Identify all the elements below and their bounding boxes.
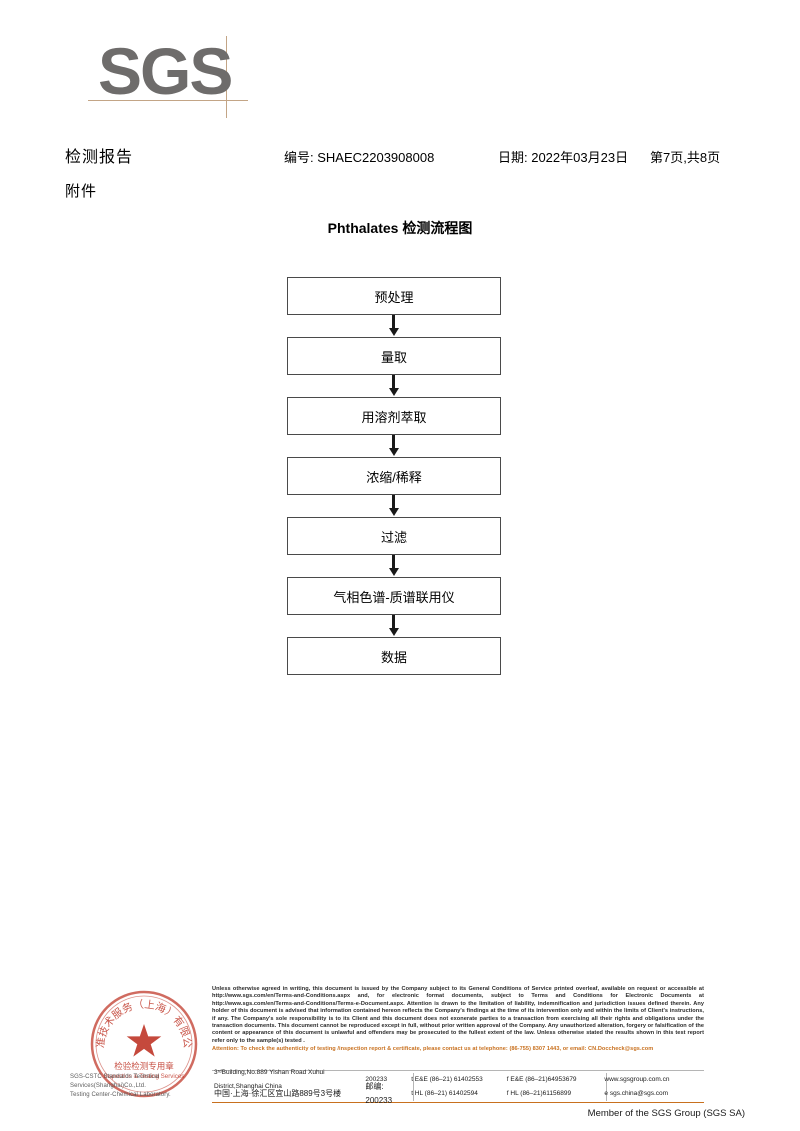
footer-divider — [212, 1070, 704, 1071]
zip-en: 200233 — [365, 1076, 388, 1083]
telephone-hl: t HL (86–21) 61402594 — [411, 1090, 478, 1097]
company-name: SGS-CSTC Standards Technical Services(Sh… — [70, 1073, 220, 1100]
page-title: 检测报告 — [65, 149, 134, 166]
flow-node: 数据 — [287, 637, 501, 675]
flow-node: 过滤 — [287, 517, 501, 555]
logo-vertical-rule — [226, 36, 227, 118]
zip-zh: 邮编: 200233 — [365, 1082, 393, 1105]
sgs-logo-text: SGS — [98, 34, 233, 108]
contact-block: 3ʳᵈBuilding,No.889 Yishan Road Xuhui Dis… — [214, 1069, 704, 1105]
flow-arrow-icon — [287, 495, 501, 517]
group-membership-note: Member of the SGS Group (SGS SA) — [587, 1108, 745, 1119]
address-en: 3ʳᵈBuilding,No.889 Yishan Road Xuhui Dis… — [214, 1069, 325, 1090]
telephone-ee: t E&E (86–21) 61402553 — [411, 1076, 483, 1083]
contact-row-zh: 中国·上海·徐汇区宜山路889号3号楼 邮编: 200233 t HL (86–… — [214, 1082, 704, 1105]
fax-ee: f E&E (86–21)64953679 — [506, 1076, 577, 1083]
fax-hl: f HL (86–21)61156899 — [506, 1090, 572, 1097]
legal-disclaimer: Unless otherwise agreed in writing, this… — [212, 986, 704, 1054]
official-seal-stamp: 标准技术服务（上海）有限公司 检验检测专用章 Inspection & Test… — [88, 988, 200, 1100]
flowchart-title: Phthalates 检测流程图 — [327, 220, 473, 236]
flow-arrow-icon — [287, 555, 501, 577]
svg-text:检验检测专用章: 检验检测专用章 — [114, 1061, 174, 1072]
logo-horizontal-rule — [88, 100, 248, 101]
authenticity-notice: Attention: To check the authenticity of … — [212, 1046, 654, 1053]
email-link[interactable]: e sgs.china@sgs.com — [604, 1090, 669, 1097]
page-number: 第7页,共8页 — [650, 150, 721, 165]
website-link[interactable]: www.sgsgroup.com.cn — [604, 1076, 670, 1083]
report-number: 编号: SHAEC2203908008 — [284, 150, 435, 165]
footer-column-divider — [606, 1073, 607, 1101]
flow-arrow-icon — [287, 315, 501, 337]
flow-node: 浓缩/稀释 — [287, 457, 501, 495]
footer-accent-divider — [212, 1102, 704, 1103]
company-name-line2: Testing Center-Chemical Laboratory. — [70, 1092, 171, 1098]
footer-column-divider — [413, 1073, 414, 1101]
contact-row-en: 3ʳᵈBuilding,No.889 Yishan Road Xuhui Dis… — [214, 1069, 704, 1090]
flowchart: 预处理 量取 用溶剂萃取 浓缩/稀释 过滤 气相色谱-质谱联用仪 数据 — [287, 277, 503, 675]
svg-text:Inspection & Testing Services: Inspection & Testing Services — [104, 1073, 185, 1080]
page-subtitle: 附件 — [65, 183, 98, 200]
flow-node: 预处理 — [287, 277, 501, 315]
legal-body: Unless otherwise agreed in writing, this… — [212, 986, 704, 1044]
flow-arrow-icon — [287, 615, 501, 637]
report-date: 日期: 2022年03月23日 — [498, 150, 629, 165]
company-name-line1: SGS-CSTC Standards Technical Services(Sh… — [70, 1074, 160, 1089]
address-zh: 中国·上海·徐汇区宜山路889号3号楼 — [214, 1089, 342, 1098]
flow-node: 用溶剂萃取 — [287, 397, 501, 435]
flow-node: 量取 — [287, 337, 501, 375]
flow-arrow-icon — [287, 435, 501, 457]
flow-node: 气相色谱-质谱联用仪 — [287, 577, 501, 615]
sgs-logo: SGS — [88, 34, 258, 118]
flow-arrow-icon — [287, 375, 501, 397]
